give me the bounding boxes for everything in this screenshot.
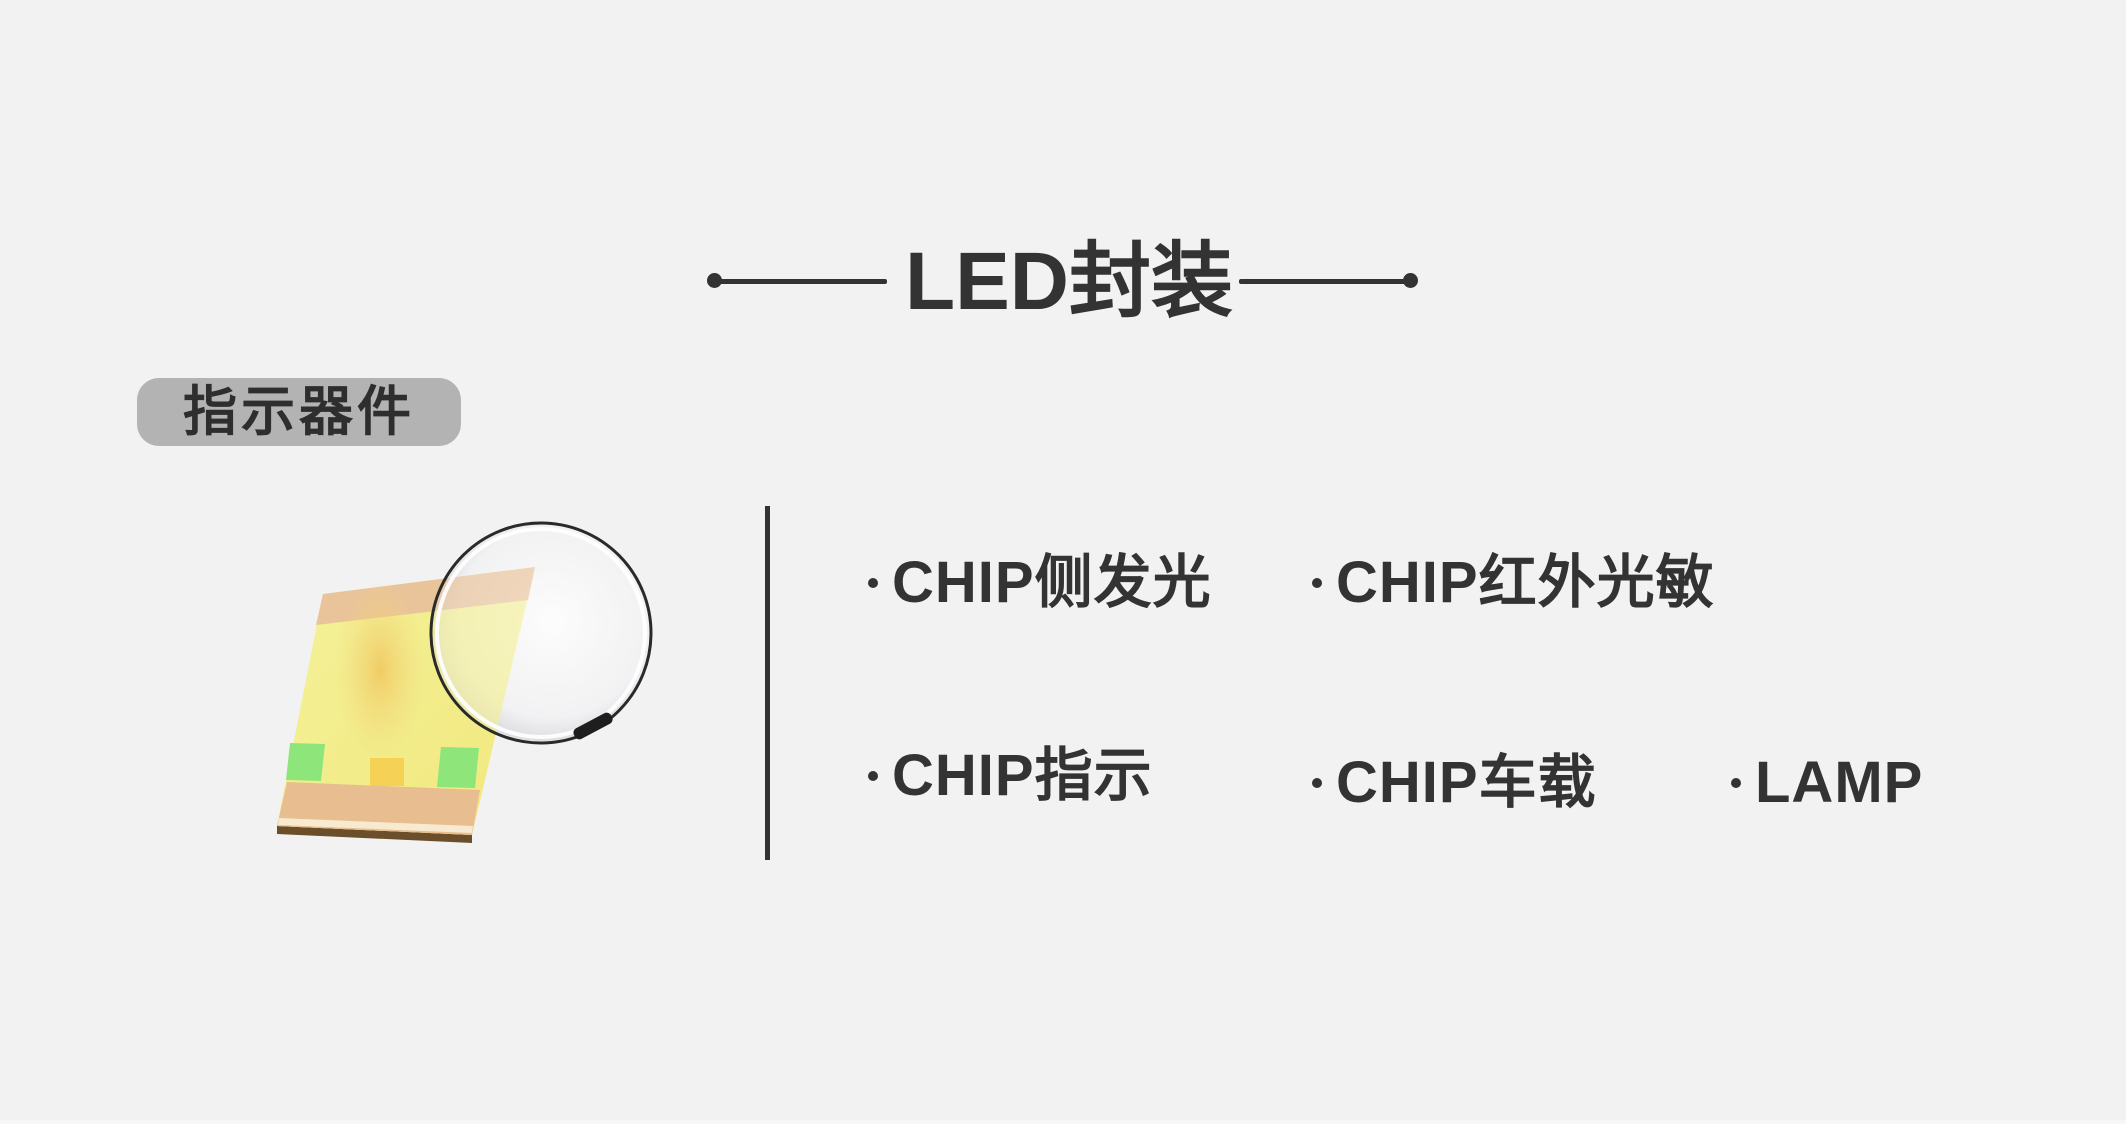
category-badge: 指示器件	[137, 378, 461, 446]
bullet-icon	[868, 577, 878, 588]
title-right-dot	[1403, 273, 1418, 288]
title-bar: LED封装	[0, 236, 2126, 328]
bullet-icon	[1731, 777, 1741, 788]
bullet-icon	[1312, 777, 1322, 788]
package-item-label: CHIP车载	[1336, 750, 1597, 815]
package-item-label: CHIP指示	[892, 743, 1153, 808]
package-item-chip-automotive[interactable]: CHIP车载	[1312, 748, 1597, 818]
title-right-line	[1239, 279, 1410, 284]
bottom-edge	[0, 1120, 2126, 1124]
led-chip-magnifier-image	[260, 500, 680, 860]
page-title: LED封装	[905, 236, 1234, 327]
bullet-icon	[868, 770, 878, 781]
package-item-label: CHIP红外光敏	[1336, 550, 1715, 615]
vertical-divider	[765, 506, 770, 860]
title-left-dot	[707, 273, 722, 288]
package-item-label: CHIP侧发光	[892, 550, 1212, 615]
package-item-lamp[interactable]: LAMP	[1731, 748, 1923, 818]
package-item-chip-side-emitting[interactable]: CHIP侧发光	[868, 548, 1212, 618]
led-chip-icon	[277, 521, 653, 843]
title-left-line	[715, 279, 887, 284]
package-item-chip-indicator[interactable]: CHIP指示	[868, 741, 1153, 811]
bullet-icon	[1312, 577, 1322, 588]
package-item-chip-infrared-photosensitive[interactable]: CHIP红外光敏	[1312, 548, 1715, 618]
package-item-label: LAMP	[1755, 750, 1924, 815]
